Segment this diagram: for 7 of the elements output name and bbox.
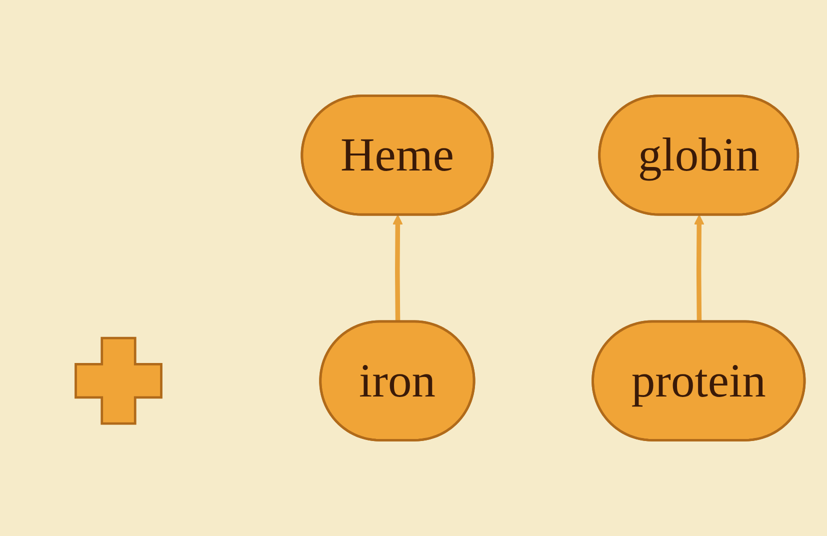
ellipse-node: Heme	[300, 94, 494, 216]
arrow	[392, 214, 402, 322]
plus-sign-shape	[74, 336, 162, 425]
arrow	[693, 214, 704, 322]
ellipse-node: protein	[591, 320, 806, 442]
ellipse-node: iron	[318, 320, 475, 442]
ellipse-node: globin	[598, 94, 799, 216]
